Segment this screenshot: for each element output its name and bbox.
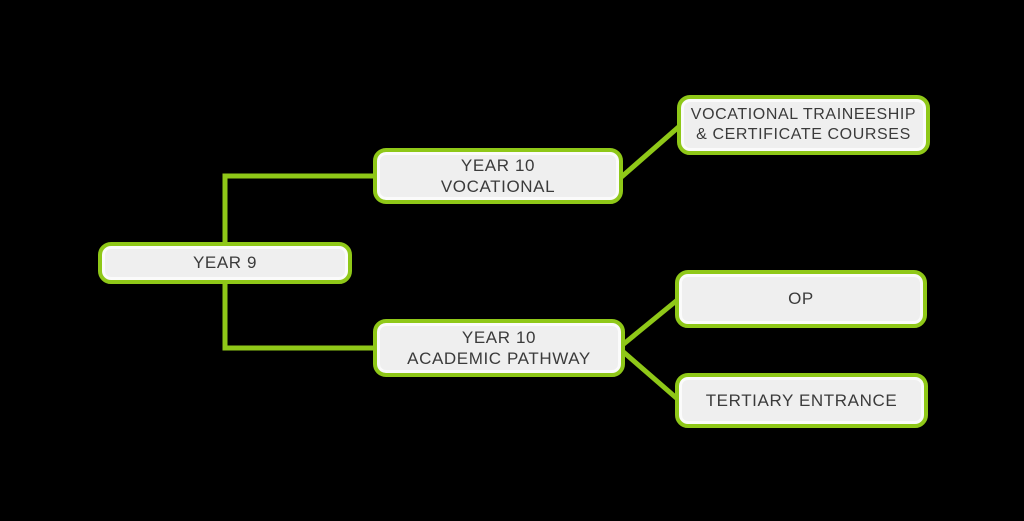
node-label: YEAR 9 [192, 253, 258, 273]
node-tertiary-entrance: TERTIARY ENTRANCE [675, 373, 928, 428]
node-year10-academic: YEAR 10 ACADEMIC PATHWAY [373, 319, 625, 377]
node-label-line2: VOCATIONAL [440, 177, 556, 196]
node-label-line2: ACADEMIC PATHWAY [407, 349, 591, 368]
node-label-line1: YEAR 10 [460, 155, 536, 175]
node-label: TERTIARY ENTRANCE [705, 390, 898, 410]
connector-academic-to-op [618, 295, 683, 349]
node-label-line2: & CERTIFICATE COURSES [696, 126, 911, 143]
node-op: OP [675, 270, 927, 328]
node-label: OP [788, 289, 814, 309]
node-year9: YEAR 9 [98, 242, 352, 284]
node-label-line1: VOCATIONAL TRAINEESHIP [690, 106, 917, 123]
node-year10-vocational: YEAR 10 VOCATIONAL [373, 148, 623, 204]
connector-academic-to-tertiary [618, 347, 683, 404]
connector-vocational-to-traineeship [616, 122, 684, 182]
node-label-line1: YEAR 10 [461, 327, 537, 347]
node-vocational-traineeship: VOCATIONAL TRAINEESHIP & CERTIFICATE COU… [677, 95, 930, 155]
